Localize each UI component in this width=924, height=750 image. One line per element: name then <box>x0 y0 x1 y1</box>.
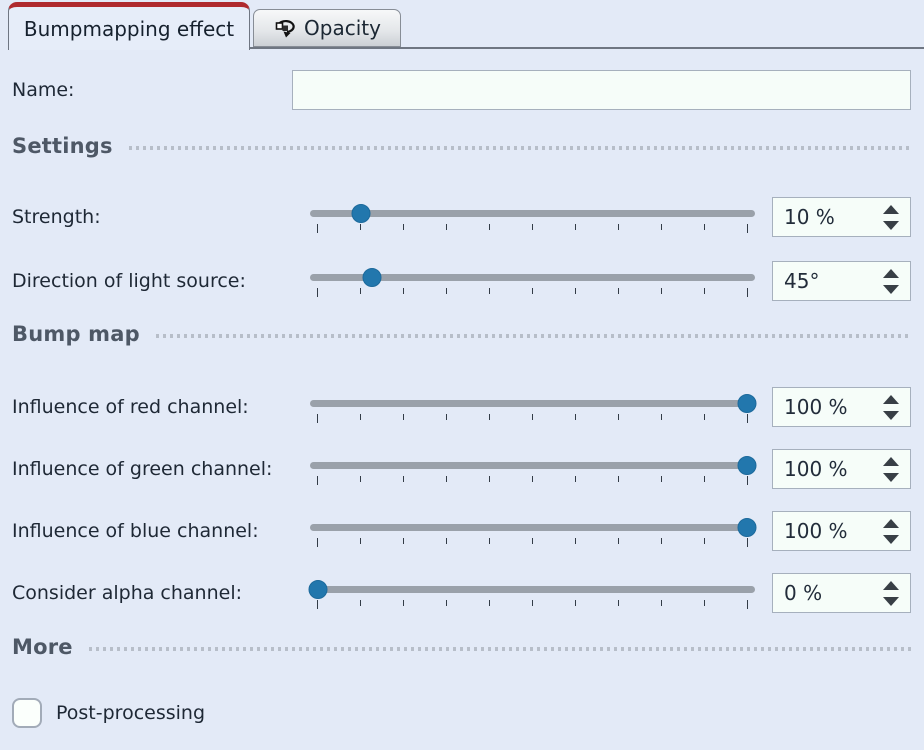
strength-slider[interactable] <box>310 197 755 237</box>
direction-row: Direction of light source: <box>12 261 911 301</box>
spin-buttons[interactable] <box>878 198 904 236</box>
post-processing-label: Post-processing <box>56 702 206 724</box>
strength-value-input[interactable] <box>773 205 868 229</box>
more-section-header: More <box>12 632 911 662</box>
alpha-channel-label: Consider alpha channel: <box>12 582 243 604</box>
slider-track[interactable] <box>310 586 755 593</box>
direction-value-input[interactable] <box>773 269 868 293</box>
dotted-separator <box>155 333 911 338</box>
slider-thumb[interactable] <box>737 456 757 475</box>
red-channel-value-input[interactable] <box>773 395 868 419</box>
alpha-channel-row: Consider alpha channel: <box>12 573 911 613</box>
blue-channel-label: Influence of blue channel: <box>12 520 259 542</box>
strength-row: Strength: <box>12 197 911 237</box>
name-input[interactable] <box>292 70 911 110</box>
blue-channel-spinbox <box>772 511 911 551</box>
tab-label: Bumpmapping effect <box>23 16 235 41</box>
alpha-channel-slider[interactable] <box>308 573 755 613</box>
slider-thumb[interactable] <box>362 268 382 287</box>
more-title: More <box>12 635 73 659</box>
slider-track[interactable] <box>310 274 755 281</box>
slider-thumb[interactable] <box>351 204 371 223</box>
direction-slider[interactable] <box>310 261 755 301</box>
spin-down-icon[interactable] <box>883 472 899 482</box>
tab-opacity[interactable]: Opacity <box>253 9 401 47</box>
strength-label: Strength: <box>12 206 101 228</box>
bumpmap-title: Bump map <box>12 322 140 346</box>
green-channel-spinbox <box>772 449 911 489</box>
settings-title: Settings <box>12 134 113 158</box>
red-channel-spinbox <box>772 387 911 427</box>
spin-up-icon[interactable] <box>883 518 899 528</box>
slider-ticks <box>311 538 754 548</box>
name-label: Name: <box>12 79 75 101</box>
spin-down-icon[interactable] <box>883 220 899 230</box>
slider-track[interactable] <box>310 400 755 407</box>
spin-up-icon[interactable] <box>883 394 899 404</box>
spin-down-icon[interactable] <box>883 410 899 420</box>
post-processing-checkbox[interactable] <box>12 698 42 728</box>
opacity-icon <box>273 17 297 40</box>
bumpmap-section-header: Bump map <box>12 319 911 349</box>
tab-bumpmapping-effect[interactable]: Bumpmapping effect <box>8 2 250 50</box>
alpha-channel-spinbox <box>772 573 911 613</box>
spin-buttons[interactable] <box>878 512 904 550</box>
strength-spinbox <box>772 197 911 237</box>
settings-section-header: Settings <box>12 131 911 161</box>
slider-track[interactable] <box>310 210 755 217</box>
dotted-separator <box>88 646 911 651</box>
slider-ticks <box>311 414 754 424</box>
slider-ticks <box>311 600 754 610</box>
spin-buttons[interactable] <box>878 450 904 488</box>
green-channel-value-input[interactable] <box>773 457 868 481</box>
slider-thumb[interactable] <box>737 518 757 537</box>
red-channel-row: Influence of red channel: <box>12 387 911 427</box>
blue-channel-row: Influence of blue channel: <box>12 511 911 551</box>
spin-up-icon[interactable] <box>883 268 899 278</box>
green-channel-slider[interactable] <box>310 449 757 489</box>
alpha-channel-value-input[interactable] <box>773 581 868 605</box>
post-processing-row: Post-processing <box>12 697 911 729</box>
red-channel-label: Influence of red channel: <box>12 396 249 418</box>
tabbar-divider <box>250 47 924 49</box>
blue-channel-value-input[interactable] <box>773 519 868 543</box>
green-channel-label: Influence of green channel: <box>12 458 273 480</box>
spin-down-icon[interactable] <box>883 284 899 294</box>
spin-down-icon[interactable] <box>883 596 899 606</box>
red-channel-slider[interactable] <box>310 387 757 427</box>
slider-track[interactable] <box>310 462 755 469</box>
spin-up-icon[interactable] <box>883 204 899 214</box>
spin-up-icon[interactable] <box>883 456 899 466</box>
spin-buttons[interactable] <box>878 388 904 426</box>
name-row: Name: <box>12 70 911 110</box>
slider-thumb[interactable] <box>737 394 757 413</box>
tab-bar: Bumpmapping effect Opacity <box>0 0 924 50</box>
tab-label: Opacity <box>304 16 381 40</box>
direction-label: Direction of light source: <box>12 270 246 292</box>
spin-up-icon[interactable] <box>883 580 899 590</box>
spin-buttons[interactable] <box>878 574 904 612</box>
slider-ticks <box>311 476 754 486</box>
direction-spinbox <box>772 261 911 301</box>
slider-track[interactable] <box>310 524 755 531</box>
slider-ticks <box>311 288 754 298</box>
spin-buttons[interactable] <box>878 262 904 300</box>
slider-thumb[interactable] <box>308 580 328 599</box>
spin-down-icon[interactable] <box>883 534 899 544</box>
blue-channel-slider[interactable] <box>310 511 757 551</box>
green-channel-row: Influence of green channel: <box>12 449 911 489</box>
dotted-separator <box>128 145 911 150</box>
slider-ticks <box>311 224 754 234</box>
